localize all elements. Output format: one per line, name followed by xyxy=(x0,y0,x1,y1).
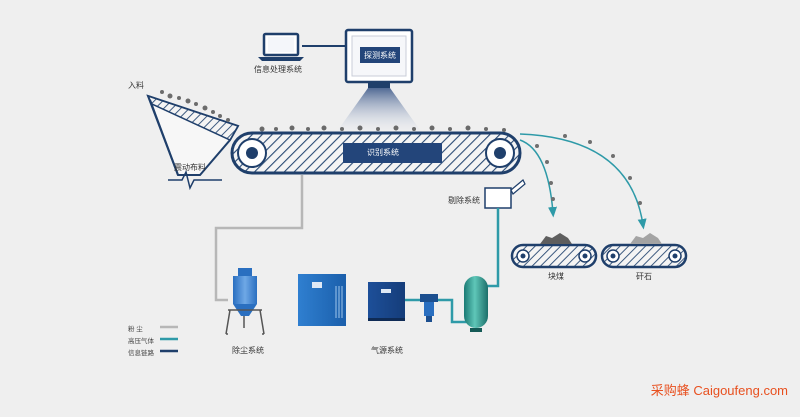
dust-pipe xyxy=(214,175,304,302)
air-compressor xyxy=(298,274,346,326)
gas-pipes xyxy=(405,208,500,324)
watermark-suffix: Caigoufeng.com xyxy=(689,383,788,398)
legend-label-dust: 粉 尘 xyxy=(128,326,143,333)
laptop-icon xyxy=(258,32,304,61)
vibrating-feeder xyxy=(146,94,240,191)
label-feed-in: 入料 xyxy=(128,81,144,90)
air-dryer xyxy=(368,282,405,321)
label-lump-coal: 块煤 xyxy=(548,272,564,281)
label-recognition: 识别系统 xyxy=(367,148,399,157)
main-conveyor xyxy=(230,131,522,175)
legend-label-info: 信息链路 xyxy=(128,350,154,357)
material-trajectories xyxy=(519,133,647,230)
lump-coal-conveyor xyxy=(510,233,598,269)
watermark-prefix: 采购蜂 xyxy=(650,383,690,398)
label-dust-removal: 除尘系统 xyxy=(232,346,264,355)
label-vibrating-feed: 震动布料 xyxy=(174,163,206,172)
rejection-nozzle xyxy=(484,179,526,209)
gangue-conveyor xyxy=(600,233,688,269)
label-gangue: 矸石 xyxy=(636,272,652,281)
air-filter xyxy=(420,294,438,322)
watermark: 采购蜂 Caigoufeng.com xyxy=(651,380,788,399)
label-detection: 探测系统 xyxy=(364,51,396,60)
detection-monitor-icon xyxy=(338,28,420,130)
gas-tank xyxy=(464,276,488,332)
label-info-processing: 信息处理系统 xyxy=(254,65,302,74)
label-gas-source: 气源系统 xyxy=(371,346,403,355)
dust-collector xyxy=(225,268,265,335)
label-rejection: 剔除系统 xyxy=(448,196,480,205)
belt-rocks xyxy=(259,125,506,132)
trajectory-rocks xyxy=(535,134,642,205)
legend-label-gas: 高压气体 xyxy=(128,338,154,345)
feed-rocks xyxy=(160,90,230,122)
legend-swatches xyxy=(160,325,178,353)
